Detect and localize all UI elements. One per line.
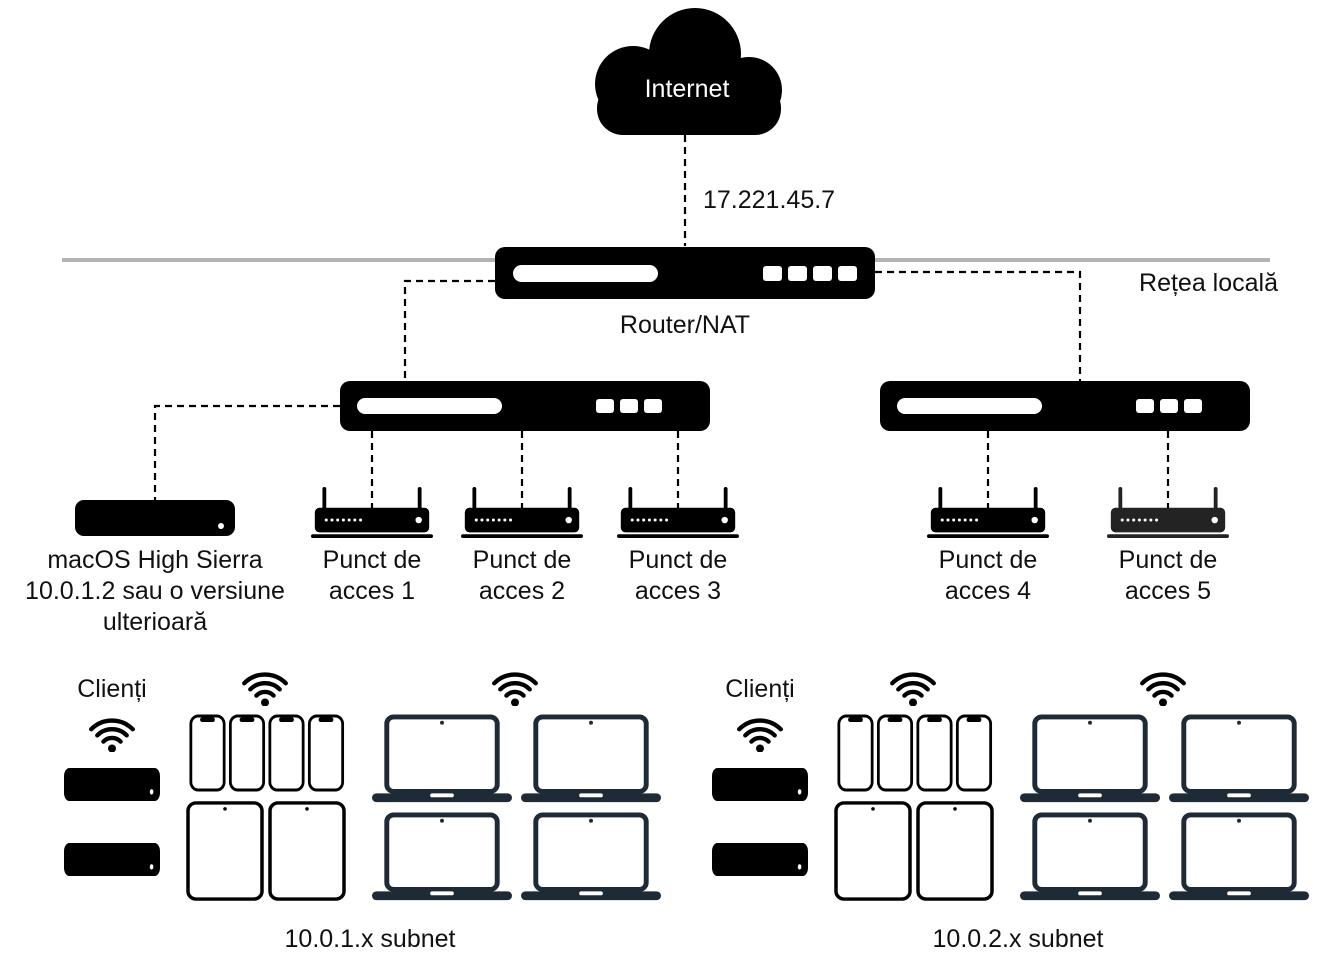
macbook-icon — [1169, 717, 1309, 802]
clients-label: Clienți — [725, 675, 794, 703]
mac-server-label-line3: ulterioară — [103, 608, 207, 636]
client-phones-tablets — [186, 675, 346, 901]
macbook-icon — [1020, 717, 1160, 802]
ap1-label-line2: acces 1 — [329, 577, 415, 605]
access-point-5: Punct de acces 5 — [1107, 487, 1229, 605]
subnet-group-left: Clienți 10.0.1.x subnet — [64, 675, 661, 953]
ap2-label-line2: acces 2 — [479, 577, 565, 605]
access-point-2: Punct de acces 2 — [461, 487, 583, 605]
access-point-1: Punct de acces 1 — [311, 487, 433, 605]
link-switch-left-mac-server — [153, 404, 340, 500]
client-macs: Clienți — [64, 675, 160, 876]
iphone-icon — [307, 714, 345, 792]
wifi-icon — [1142, 675, 1184, 707]
link-router-switch-left — [403, 279, 495, 381]
access-point-3: Punct de acces 3 — [617, 487, 739, 605]
client-phones-tablets — [834, 675, 994, 901]
switch-left — [340, 381, 710, 431]
ap4-label-line1: Punct de — [939, 546, 1038, 574]
macbook-icon — [1020, 815, 1160, 900]
wifi-icon — [739, 721, 781, 753]
subnet-label-right: 10.0.2.x subnet — [933, 925, 1104, 953]
wan-ip-label: 17.221.45.7 — [703, 186, 835, 214]
mac-mini-icon — [712, 843, 808, 876]
client-laptops — [372, 675, 661, 901]
switch-right — [880, 381, 1250, 431]
mac-server: macOS High Sierra 10.0.1.2 sau o versiun… — [25, 500, 285, 636]
mac-mini-icon — [712, 768, 808, 801]
ipad-icon — [916, 801, 994, 901]
mac-mini-icon — [64, 768, 160, 801]
iphone-icon — [916, 714, 953, 792]
client-macs: Clienți — [712, 675, 808, 876]
mac-server-device — [75, 500, 235, 536]
wifi-icon — [244, 675, 286, 707]
iphone-icon — [955, 714, 993, 792]
internet-cloud: Internet — [595, 8, 782, 135]
iphone-icon — [268, 714, 305, 792]
macbook-icon — [372, 815, 512, 900]
ap2-label-line1: Punct de — [473, 546, 572, 574]
mac-server-label-line2: 10.0.1.2 sau o versiune — [25, 577, 285, 605]
ipad-icon — [186, 801, 264, 901]
router-label: Router/NAT — [620, 311, 750, 339]
router-nat: Router/NAT — [495, 247, 875, 339]
wifi-icon — [91, 721, 133, 753]
macbook-icon — [1169, 815, 1309, 900]
subnet-label-left: 10.0.1.x subnet — [285, 925, 456, 953]
macbook-icon — [521, 815, 661, 900]
ap5-label-line1: Punct de — [1119, 546, 1218, 574]
ap3-label-line1: Punct de — [629, 546, 728, 574]
mac-mini-icon — [64, 843, 160, 876]
iphone-icon — [837, 714, 874, 792]
macbook-icon — [521, 717, 661, 802]
access-point-4: Punct de acces 4 — [927, 487, 1049, 605]
ap3-label-line2: acces 3 — [635, 577, 721, 605]
ap1-label-line1: Punct de — [323, 546, 422, 574]
wifi-icon — [892, 675, 934, 707]
iphone-icon — [228, 714, 266, 792]
mac-server-label-line1: macOS High Sierra — [47, 546, 262, 574]
client-laptops — [1020, 675, 1309, 901]
link-router-switch-right — [875, 270, 1082, 381]
macbook-icon — [372, 717, 512, 802]
clients-label: Clienți — [77, 675, 146, 703]
local-network-label: Rețea locală — [1139, 269, 1278, 297]
ipad-icon — [268, 801, 346, 901]
wifi-icon — [494, 675, 536, 707]
iphone-icon — [189, 714, 226, 792]
subnet-group-right: Clienți 10.0.2.x subnet — [712, 675, 1309, 953]
internet-label: Internet — [645, 75, 730, 103]
iphone-icon — [876, 714, 914, 792]
ap4-label-line2: acces 4 — [945, 577, 1031, 605]
ipad-icon — [834, 801, 912, 901]
ap5-label-line2: acces 5 — [1125, 577, 1211, 605]
